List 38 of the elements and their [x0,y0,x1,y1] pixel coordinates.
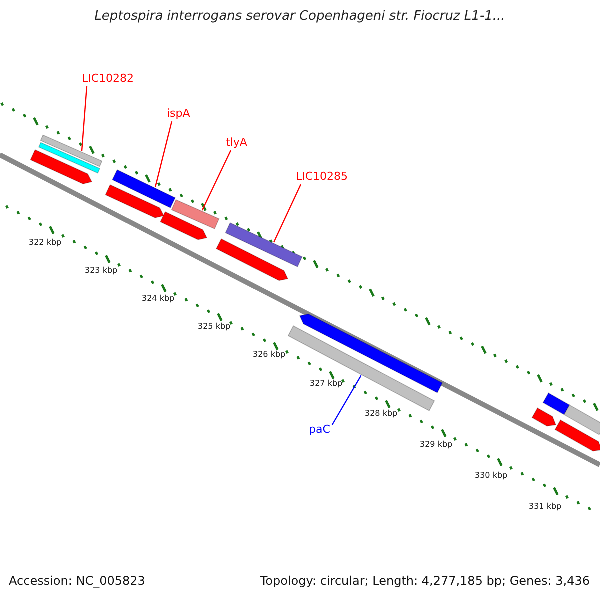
gene-bar [38,142,101,174]
scale-label: 326 kbp [253,350,286,360]
scale-label: 325 kbp [198,322,231,332]
gene-bar [112,169,176,209]
gene-label: paC [309,424,330,437]
gene-feature [105,184,165,218]
genome-summary: Topology: circular; Length: 4,277,185 bp; Genes: 3,436 [260,575,590,589]
gene-feature [160,211,208,240]
gene-bar [564,404,600,436]
gene-feature [299,314,444,394]
gene-bar [542,392,570,416]
gene-label: LIC10282 [82,73,134,86]
gene-bar [288,326,436,412]
leader-line [154,121,173,188]
gene-feature [30,149,93,185]
gene-bar [225,222,303,268]
gene-feature [216,238,289,282]
leader-line [273,184,302,243]
scale-label: 327 kbp [310,379,343,388]
leader-line [81,86,88,152]
gene-label: LIC10285 [296,171,348,184]
scale-label: 324 kbp [142,294,175,304]
gene-bar [171,199,220,230]
scale-label: 331 kbp [529,502,562,512]
gene-label: ispA [167,108,190,121]
map-title: Leptospira interrogans serovar Copenhageni str. Fiocruz L1-1... [94,10,506,25]
scale-label: 323 kbp [85,266,118,276]
scale-label: 330 kbp [475,471,508,480]
leader-line [332,375,362,426]
leader-line [202,150,232,211]
gene-label: tlyA [226,137,248,150]
scale-label: 328 kbp [365,409,398,418]
gene-feature [532,408,557,427]
gene-feature [554,420,600,452]
scale-label: 329 kbp [420,440,453,450]
scale-label: 322 kbp [29,238,62,248]
accession-note: Accession: NC_005823 [9,575,146,589]
gene-bar [40,134,103,168]
